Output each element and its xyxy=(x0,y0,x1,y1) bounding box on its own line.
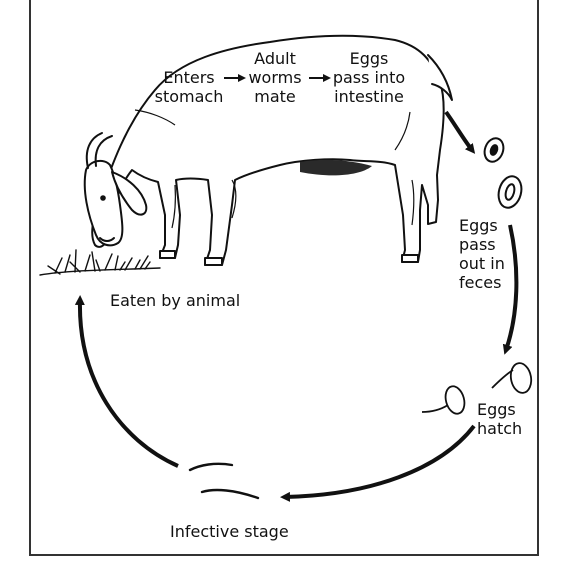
goat-shading xyxy=(134,109,415,229)
label-eggs-into-intestine: Eggs pass into intestine xyxy=(324,49,414,106)
eggs-into-intestine-line-3: intestine xyxy=(334,87,404,106)
infective-larva-icon xyxy=(188,462,260,500)
grass-tuft-icon xyxy=(39,249,161,276)
label-eggs-hatch: Eggs hatch xyxy=(477,400,535,438)
eggs-out-feces-line-1: Eggs xyxy=(459,216,498,235)
eggs-into-intestine-line-2: pass into xyxy=(332,68,406,87)
eggs-out-feces-line-2: pass xyxy=(459,235,496,254)
eggs-hatch-line-2: hatch xyxy=(477,419,523,438)
eggs-into-intestine-line-1: Eggs xyxy=(349,49,389,68)
eggs-hatch-line-1: Eggs xyxy=(477,400,516,419)
goat-illustration-icon xyxy=(83,34,453,266)
arrow-to-eaten xyxy=(74,295,179,468)
diagram-frame xyxy=(29,0,539,556)
hatching-larva-icon xyxy=(421,362,533,415)
eggs-out-feces-line-4: feces xyxy=(459,273,502,292)
arrow-to-feces xyxy=(444,110,476,154)
label-eaten-by-animal: Eaten by animal xyxy=(110,291,241,310)
arrow-to-hatch xyxy=(502,224,519,355)
goat-belly-shade xyxy=(300,159,372,176)
eggs-out-feces-line-3: out in xyxy=(459,254,505,273)
arrow-to-infective xyxy=(280,424,476,502)
enters-stomach-line-1: Enters xyxy=(163,68,215,87)
label-enters-stomach: Enters stomach xyxy=(150,68,228,106)
label-adult-worms-mate: Adult worms mate xyxy=(240,49,310,106)
label-infective-stage: Infective stage xyxy=(170,522,289,541)
adult-worms-mate-line-2: worms xyxy=(248,68,302,87)
enters-stomach-line-2: stomach xyxy=(154,87,224,106)
adult-worms-mate-line-3: mate xyxy=(254,87,296,106)
label-eggs-out-feces: Eggs pass out in feces xyxy=(459,216,519,292)
parasite-egg-icon xyxy=(483,137,523,209)
adult-worms-mate-line-1: Adult xyxy=(254,49,296,68)
